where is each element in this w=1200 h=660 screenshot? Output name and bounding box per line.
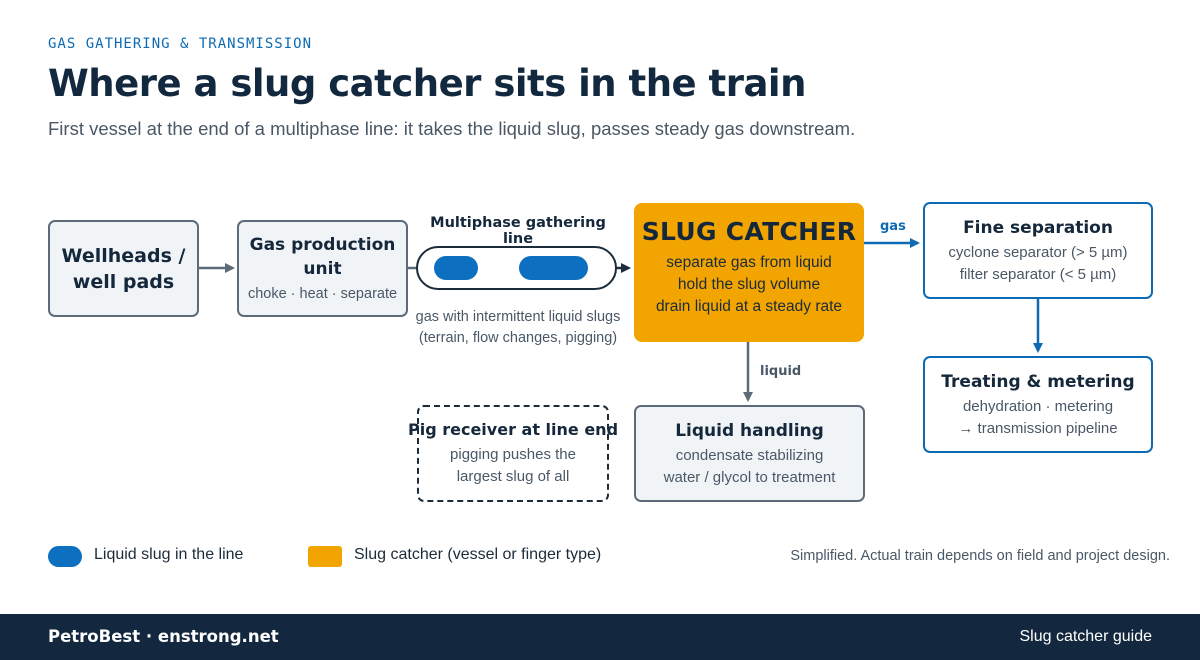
- node-treating-metering: Treating & metering dehydration · meteri…: [923, 356, 1153, 453]
- page-subtitle: First vessel at the end of a multiphase …: [48, 118, 856, 139]
- gathering-line-title: Multiphase gathering line: [430, 215, 606, 247]
- fine-separation-line1: cyclone separator (> 5 µm): [948, 243, 1128, 261]
- slug-catcher-line: separate gas from liquid: [666, 254, 832, 271]
- liquid-handling-title: Liquid handling: [675, 420, 824, 441]
- gpu-subtitle: choke · heat · separate: [247, 285, 398, 302]
- legend-slug-swatch: [48, 546, 82, 567]
- legend-slug-label: Liquid slug in the line: [94, 546, 244, 563]
- node-liquid-handling: Liquid handling condensate stabilizing w…: [634, 405, 865, 502]
- gathering-line-pipe: [416, 246, 617, 290]
- treating-metering-line1: dehydration · metering: [962, 397, 1114, 415]
- node-fine-separation: Fine separation cyclone separator (> 5 µ…: [923, 202, 1153, 299]
- fine-separation-title: Fine separation: [963, 217, 1113, 238]
- liquid-slug: [519, 256, 588, 280]
- gpu-title-line2: unit: [303, 258, 342, 279]
- gpu-title-line1: Gas production: [249, 234, 396, 255]
- legend-slug-catcher-label: Slug catcher (vessel or finger type): [354, 546, 602, 563]
- gathering-line-desc-line2: (terrain, flow changes, pigging): [418, 330, 618, 346]
- legend-slug-catcher-swatch: [308, 546, 342, 567]
- liquid-handling-line1: condensate stabilizing: [675, 446, 824, 464]
- footer-guide-label: Slug catcher guide: [1019, 628, 1152, 645]
- pig-receiver-line1: pigging pushes the: [450, 446, 576, 463]
- node-wellheads: Wellheads / well pads: [48, 220, 199, 317]
- wellheads-title-line2: well pads: [72, 270, 175, 293]
- liquid-handling-line2: water / glycol to treatment: [663, 468, 836, 486]
- pig-receiver-title: Pig receiver at line end: [407, 420, 619, 439]
- disclaimer-note: Simplified. Actual train depends on fiel…: [790, 548, 1170, 564]
- fine-separation-line2: filter separator (< 5 µm): [959, 265, 1117, 283]
- footer-bar: PetroBest · enstrong.net Slug catcher gu…: [0, 614, 1200, 660]
- slug-catcher-line: drain liquid at a steady rate: [655, 298, 843, 315]
- section-kicker: GAS GATHERING & TRANSMISSION: [48, 36, 313, 52]
- slug-catcher-title: SLUG CATCHER: [641, 217, 857, 246]
- node-pig-receiver: Pig receiver at line end pigging pushes …: [408, 405, 618, 502]
- liquid-slug: [434, 256, 478, 280]
- node-gas-production-unit: Gas production unit choke · heat · separ…: [237, 220, 408, 317]
- slug-catcher-line: hold the slug volume: [677, 276, 821, 293]
- page-title: Where a slug catcher sits in the train: [48, 62, 806, 105]
- treating-metering-title: Treating & metering: [941, 371, 1135, 392]
- treating-metering-line2: → transmission pipeline: [958, 419, 1118, 437]
- gas-flow-label: gas: [880, 219, 906, 234]
- node-slug-catcher: SLUG CATCHER separate gas from liquid ho…: [634, 203, 864, 342]
- liquid-flow-label: liquid: [760, 364, 802, 379]
- gathering-line-desc-line1: gas with intermittent liquid slugs: [415, 309, 621, 325]
- gathering-line-description: gas with intermittent liquid slugs (terr…: [398, 307, 638, 349]
- pig-receiver-line2: largest slug of all: [456, 468, 570, 485]
- footer-brand: PetroBest · enstrong.net: [48, 627, 279, 646]
- wellheads-title-line1: Wellheads /: [61, 244, 186, 267]
